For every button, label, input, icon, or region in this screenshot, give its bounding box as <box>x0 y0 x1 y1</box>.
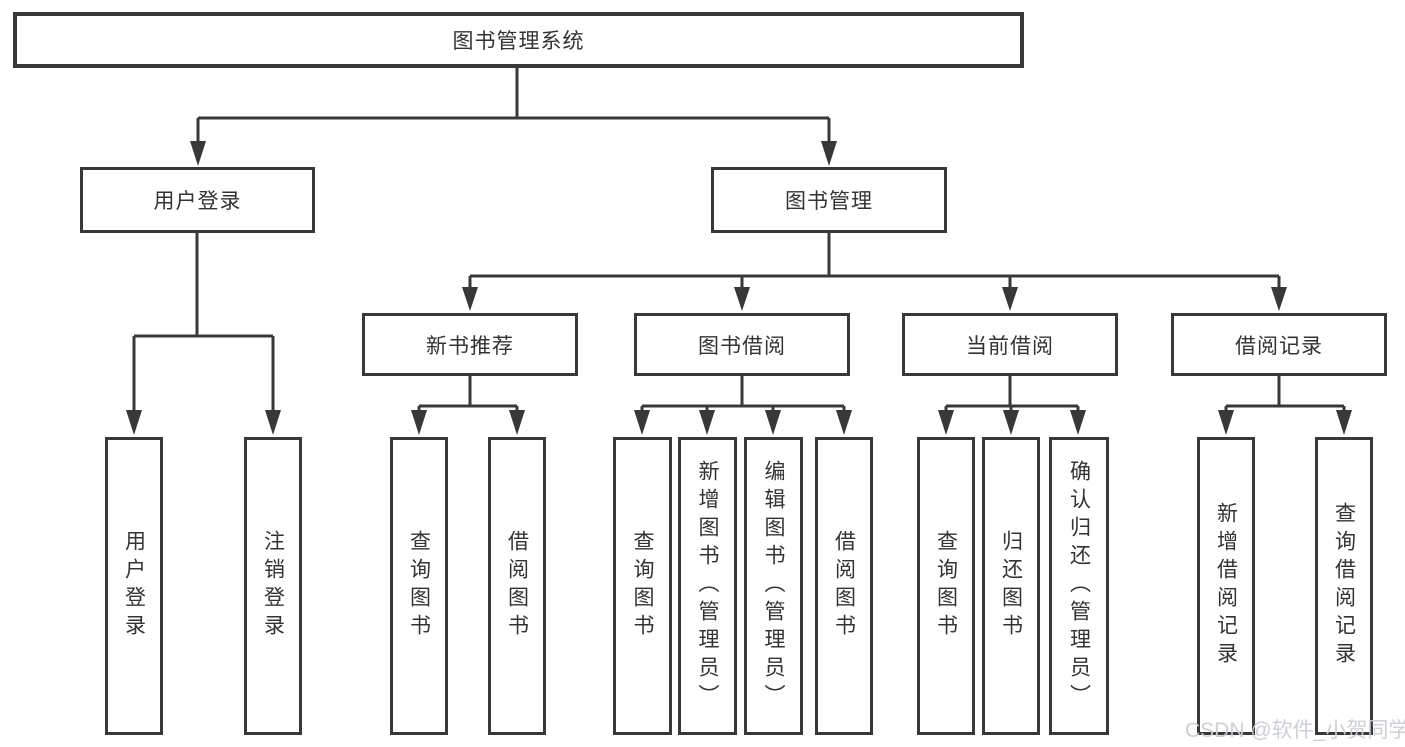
node-user-login: 用户登录 <box>80 167 315 233</box>
leaf-add-books-admin: 新增图书（管理员） <box>678 437 737 735</box>
leaf-query-books-borrow: 查询图书 <box>613 437 672 735</box>
leaf-return-books: 归还图书 <box>982 437 1040 735</box>
leaf-borrow-books-recommend: 借阅图书 <box>488 437 546 735</box>
node-label: 新书推荐 <box>426 334 514 358</box>
node-label: 借阅图书 <box>505 530 529 642</box>
node-library-management-system: 图书管理系统 <box>13 12 1024 68</box>
node-label: 用户登录 <box>153 190 242 213</box>
csdn-watermark: CSDN @软件_小贺同学 <box>1185 719 1405 742</box>
node-borrow-records: 借阅记录 <box>1171 313 1387 376</box>
leaf-query-books-recommend: 查询图书 <box>390 437 448 735</box>
node-label: 图书管理 <box>785 190 873 213</box>
leaf-user-login: 用户登录 <box>105 437 163 735</box>
node-book-management: 图书管理 <box>711 167 947 233</box>
node-label: 确认归还（管理员） <box>1067 460 1091 712</box>
node-label: 图书借阅 <box>698 334 786 358</box>
leaf-query-books-current: 查询图书 <box>917 437 975 735</box>
node-new-book-recommend: 新书推荐 <box>362 313 578 376</box>
node-label: 编辑图书（管理员） <box>762 460 785 712</box>
node-label: 图书管理系统 <box>452 30 585 53</box>
node-label: 新增图书（管理员） <box>696 460 719 712</box>
node-label: 用户登录 <box>122 530 146 642</box>
node-label: 查询借阅记录 <box>1332 502 1356 670</box>
leaf-logout: 注销登录 <box>244 437 302 735</box>
node-label: 归还图书 <box>999 530 1023 642</box>
node-label: 借阅记录 <box>1235 334 1323 358</box>
node-label: 查询图书 <box>407 530 431 642</box>
connector-paths <box>132 68 1346 412</box>
node-label: 查询图书 <box>631 530 654 642</box>
node-current-borrow: 当前借阅 <box>902 313 1118 376</box>
node-label: 注销登录 <box>261 530 285 642</box>
node-label: 新增借阅记录 <box>1214 502 1238 670</box>
node-label: 借阅图书 <box>832 530 856 642</box>
leaf-query-borrow-record: 查询借阅记录 <box>1315 437 1373 735</box>
leaf-confirm-return-admin: 确认归还（管理员） <box>1049 437 1109 735</box>
node-book-borrow: 图书借阅 <box>634 313 850 376</box>
leaf-borrow-books: 借阅图书 <box>815 437 873 735</box>
arrowheads <box>126 141 1352 435</box>
node-label: 查询图书 <box>934 530 958 642</box>
leaf-edit-books-admin: 编辑图书（管理员） <box>744 437 803 735</box>
node-label: 当前借阅 <box>966 334 1054 358</box>
leaf-add-borrow-record: 新增借阅记录 <box>1197 437 1255 735</box>
